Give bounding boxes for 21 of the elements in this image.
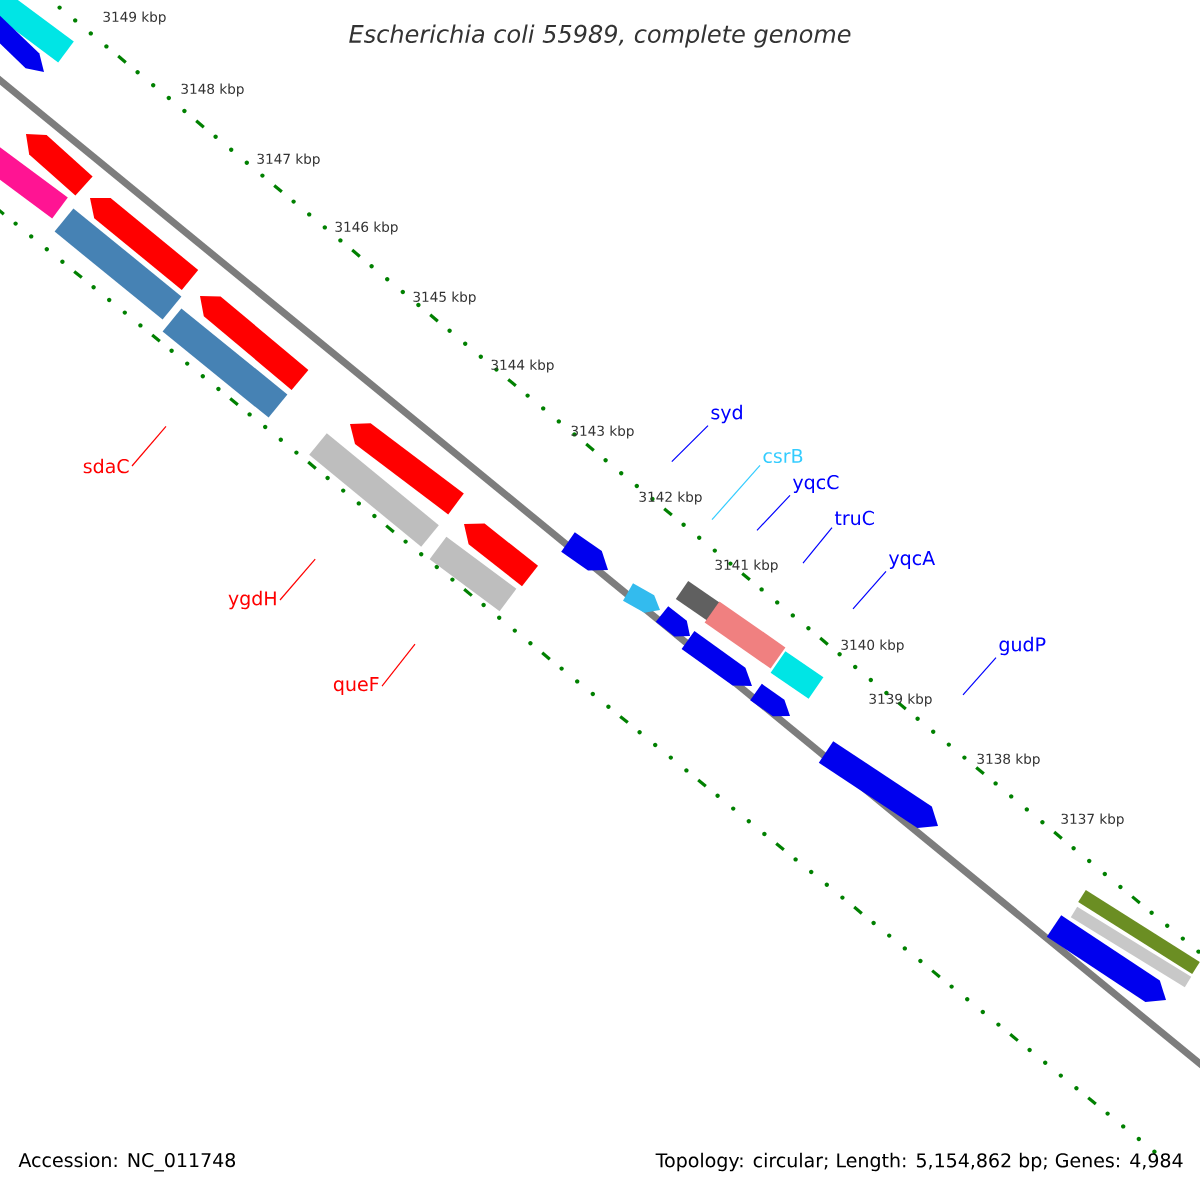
leader-line xyxy=(381,643,416,687)
footer-text: Topology: circular; Length: 5,154,862 bp; Genes: 4,984 xyxy=(655,1152,1183,1172)
gene-label: syd xyxy=(711,404,742,424)
gene-label: gudP xyxy=(999,636,1046,656)
title: Escherichia coli 55989, complete genome xyxy=(349,24,851,48)
leader-line xyxy=(279,558,316,601)
gene-label: queF xyxy=(333,677,379,695)
leader-line xyxy=(756,494,791,531)
gene-label: yqcA xyxy=(888,551,936,569)
leader-line xyxy=(962,657,997,696)
gene-label: ygdH xyxy=(228,590,276,610)
gene-label: yqcC xyxy=(792,474,839,494)
gene-label: sdaC xyxy=(83,458,129,474)
footer-text: Accession: NC_011748 xyxy=(18,1152,236,1172)
leader-line xyxy=(802,527,833,564)
leader-line xyxy=(852,570,887,610)
leader-line xyxy=(711,464,761,521)
gene-label: truC xyxy=(834,510,874,526)
leader-line xyxy=(131,425,167,467)
leader-line xyxy=(671,425,709,463)
gene-label: csrB xyxy=(763,448,803,464)
